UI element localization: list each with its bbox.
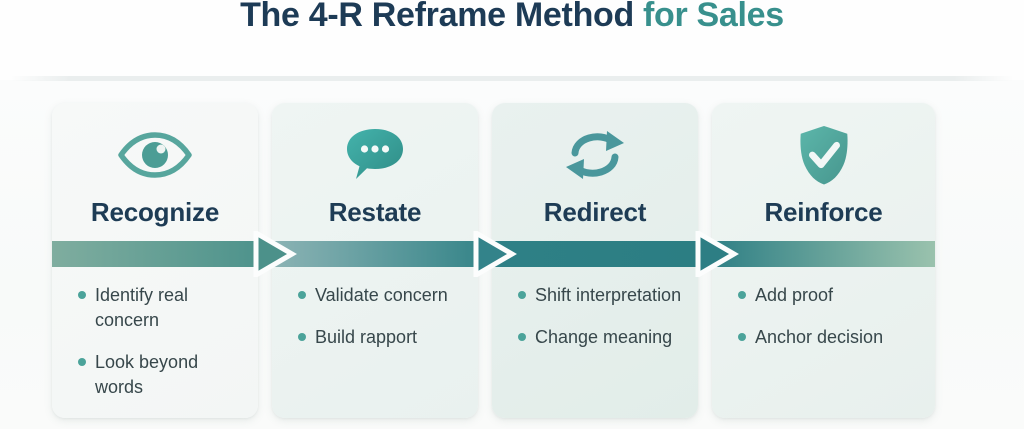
bullet-dot-icon: [78, 291, 86, 299]
bullet-text: Build rapport: [315, 327, 418, 347]
bullet-item: Look beyond words: [78, 350, 238, 400]
title-divider: [10, 76, 1014, 81]
flow-arrowhead-3: [695, 231, 739, 277]
bullet-item: Anchor decision: [738, 325, 933, 350]
bullet-dot-icon: [738, 291, 746, 299]
step-bullet-list: Add proof Anchor decision: [738, 283, 933, 367]
bullet-text: Identify real concern: [95, 285, 189, 330]
flow-band-segment-3: [490, 241, 698, 267]
bullet-text: Anchor decision: [755, 327, 884, 347]
bullet-dot-icon: [518, 333, 526, 341]
step-title: Recognize: [90, 197, 220, 227]
flow-band-segment-4: [710, 241, 935, 267]
step-title: Reinforce: [764, 197, 883, 227]
page-title-accent: for Sales: [642, 0, 784, 34]
step-bullet-list: Identify real concern Look beyond words: [78, 283, 238, 417]
eye-icon: [52, 119, 258, 191]
flow-arrowhead-2: [473, 231, 517, 277]
bullet-dot-icon: [518, 291, 526, 299]
bullet-text: Look beyond words: [95, 352, 199, 397]
bullet-text: Shift interpretation: [535, 285, 682, 305]
shield-check-icon: [712, 119, 935, 191]
step-title: Restate: [328, 197, 422, 227]
flow-arrowhead-1: [253, 231, 297, 277]
bullet-dot-icon: [78, 358, 86, 366]
bullet-item: Identify real concern: [78, 283, 238, 333]
bullet-dot-icon: [298, 333, 306, 341]
speech-bubble-icon: [272, 119, 478, 191]
cycle-arrows-icon: [492, 119, 698, 191]
bullet-item: Change meaning: [518, 325, 700, 350]
bullet-text: Add proof: [755, 285, 834, 305]
page-title-main: The 4-R Reframe Method: [240, 0, 634, 34]
bullet-item: Add proof: [738, 283, 933, 308]
bullet-dot-icon: [738, 333, 746, 341]
flow-band-segment-1: [52, 241, 258, 267]
bullet-dot-icon: [298, 291, 306, 299]
bullet-item: Validate concern: [298, 283, 476, 308]
flow-band-segment-2: [270, 241, 478, 267]
step-title: Redirect: [543, 197, 647, 227]
bullet-item: Shift interpretation: [518, 283, 700, 308]
bullet-item: Build rapport: [298, 325, 476, 350]
step-bullet-list: Shift interpretation Change meaning: [518, 283, 700, 367]
step-bullet-list: Validate concern Build rapport: [298, 283, 476, 367]
bullet-text: Validate concern: [315, 285, 448, 305]
process-flow-arrow: [52, 231, 935, 277]
bullet-text: Change meaning: [535, 327, 673, 347]
